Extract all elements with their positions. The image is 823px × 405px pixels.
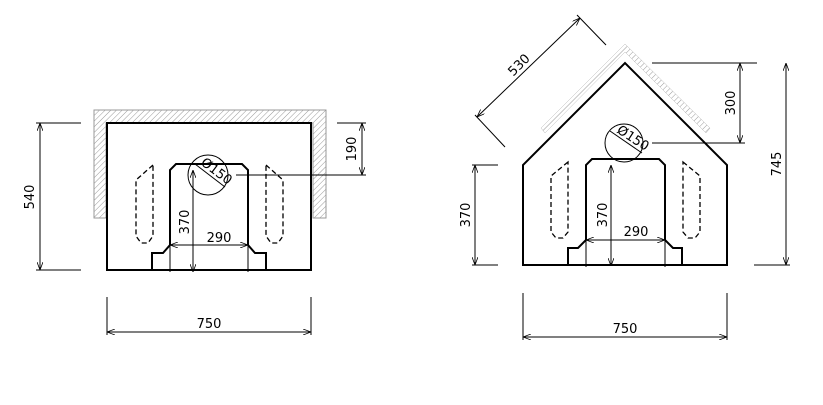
- diameter-label: Ø150: [614, 123, 652, 155]
- dim-745: 745: [770, 152, 785, 177]
- right-view: Ø150 530 300 745 370 370 290 750: [459, 14, 790, 340]
- dim-290: 290: [207, 231, 232, 246]
- dim-540: 540: [23, 185, 38, 210]
- dim-370-wall: 370: [459, 203, 474, 228]
- inner-arch: [567, 158, 683, 265]
- slot-right: [265, 163, 284, 244]
- roof-hatch: [540, 43, 711, 134]
- body-outline: [522, 61, 728, 266]
- dim-290: 290: [624, 225, 649, 240]
- body-outline: [106, 122, 312, 271]
- dim-530: 530: [505, 51, 533, 79]
- left-view: Ø150 540 190 370 290 750: [23, 109, 366, 335]
- slot-right: [682, 160, 701, 239]
- wall-hatch: [93, 109, 327, 219]
- diameter-label: Ø150: [198, 155, 235, 188]
- dim-370-inner: 370: [178, 210, 193, 235]
- dim-750-left: 750: [197, 317, 222, 332]
- slot-left: [550, 160, 569, 239]
- pipe-circle: [187, 154, 229, 196]
- dim-300: 300: [724, 91, 739, 116]
- pipe-circle: [604, 123, 644, 163]
- slot-left: [135, 163, 154, 244]
- dim-750-right: 750: [613, 322, 638, 337]
- dim-370-inner: 370: [596, 203, 611, 228]
- dim-190: 190: [345, 137, 360, 162]
- inner-arch: [151, 163, 267, 270]
